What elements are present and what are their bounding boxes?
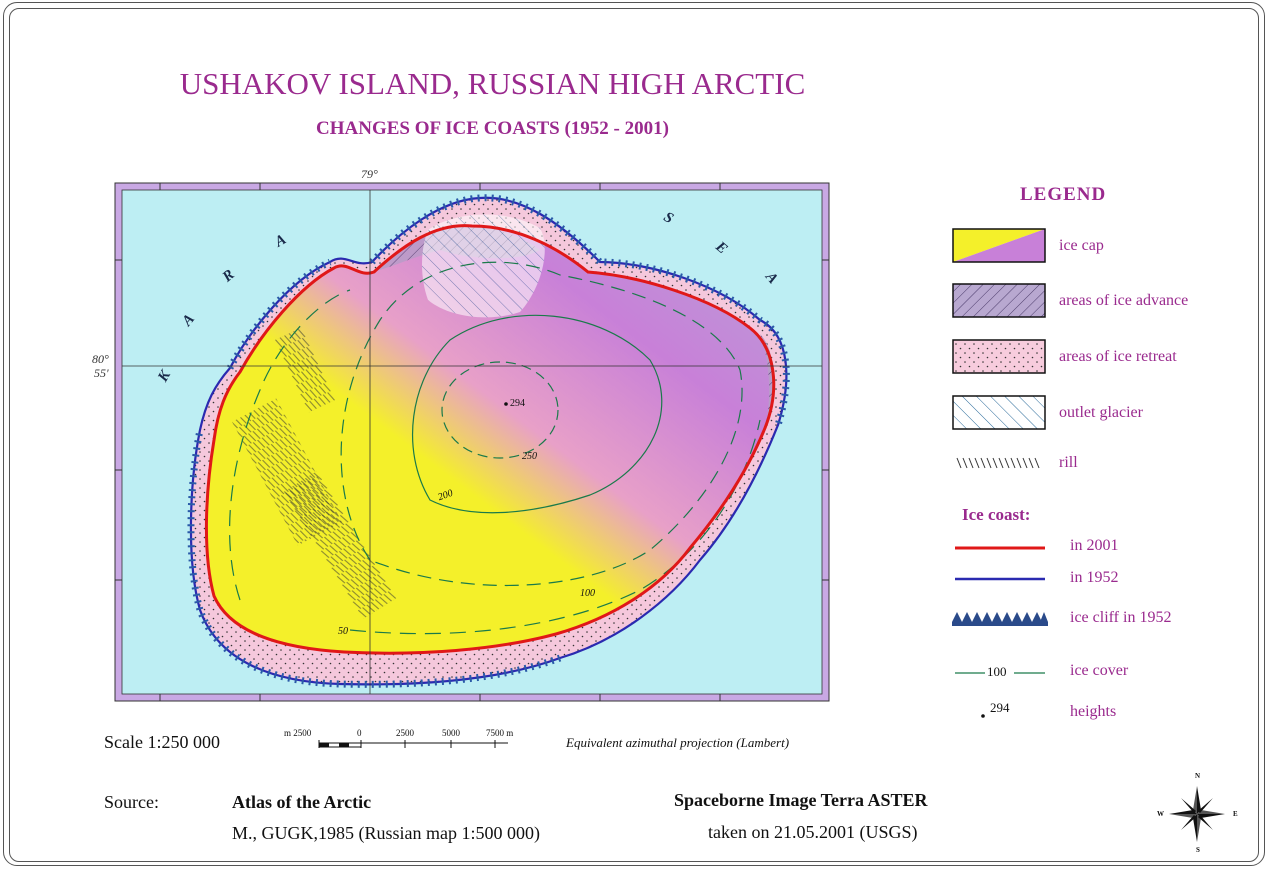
contour-250: [441, 361, 559, 459]
atlas-detail: M., GUGK,1985 (Russian map 1:500 000): [232, 823, 540, 843]
latitude-label-minutes: 55': [94, 366, 109, 380]
contour-label: 100: [580, 588, 595, 599]
legend-item-heights: heights: [1070, 703, 1117, 720]
ice-advance-swatch: [952, 283, 1046, 318]
outlet-glacier-swatch: [952, 395, 1046, 430]
outlet-glacier-area: [422, 214, 545, 318]
scale-label: Scale 1:250 000: [104, 732, 220, 752]
legend-item-coast-1952: in 1952: [1070, 569, 1119, 586]
rill-area-3: [274, 327, 336, 413]
ice-cap-swatch: [952, 228, 1046, 263]
ice-cliff-1952: [187, 194, 790, 688]
compass-e: E: [1233, 810, 1238, 818]
ice-retreat-swatch: [952, 339, 1046, 374]
legend-item-ice-cover: ice cover: [1070, 662, 1129, 679]
coast-2001-line: [204, 224, 776, 655]
ice-cliff-swatch: [952, 612, 1048, 626]
image-source-title: Spaceborne Image Terra ASTER: [674, 790, 928, 810]
legend-item-ice-retreat: areas of ice retreat: [1059, 348, 1177, 365]
height-symbol-label: 294: [990, 700, 1010, 715]
scale-tick-label: 7500 m: [486, 728, 514, 738]
scale-tick-label: 2500: [396, 728, 414, 738]
compass-w: W: [1157, 810, 1164, 818]
legend-item-coast-2001: in 2001: [1070, 537, 1119, 554]
compass-s: S: [1196, 846, 1200, 854]
ice-cover-symbol-label: 100: [987, 664, 1007, 679]
scale-tick-label: 0: [357, 728, 362, 738]
scale-tick-label: 5000: [442, 728, 460, 738]
legend-item-outlet-glacier: outlet glacier: [1059, 404, 1143, 421]
contour-label: 50: [338, 626, 348, 637]
scale-bar: [318, 740, 508, 748]
compass-rose-icon: [1169, 786, 1225, 842]
scale-tick-label: m 2500: [284, 728, 312, 738]
height-point: [504, 402, 508, 406]
rill-swatch: [956, 457, 1040, 469]
latitude-label-degrees: 80°: [92, 352, 109, 366]
atlas-title: Atlas of the Arctic: [232, 792, 372, 812]
compass-n: N: [1195, 772, 1201, 780]
legend-item-rill: rill: [1059, 454, 1078, 471]
contour-label: 250: [522, 451, 537, 462]
source-label: Source:: [104, 792, 159, 812]
contour-100: [340, 261, 743, 587]
legend-title: LEGEND: [1020, 184, 1107, 205]
outer-frame: [3, 2, 1265, 866]
map-subtitle: CHANGES OF ICE COASTS (1952 - 2001): [316, 118, 669, 139]
inner-frame: [9, 8, 1259, 862]
frame-ticks: [115, 183, 829, 701]
height-label: 294: [510, 398, 525, 409]
map-title: USHAKOV ISLAND, RUSSIAN HIGH ARCTIC: [179, 66, 806, 101]
legend-item-ice-cap: ice cap: [1059, 237, 1104, 254]
rill-area-2: [283, 470, 397, 620]
legend-ice-coast-heading: Ice coast:: [962, 505, 1031, 524]
legend-item-ice-cliff: ice cliff in 1952: [1070, 609, 1172, 626]
image-source-detail: taken on 21.05.2001 (USGS): [708, 822, 918, 842]
legend-item-ice-advance: areas of ice advance: [1059, 292, 1189, 309]
height-swatch: [981, 714, 985, 718]
contour-200: [412, 314, 663, 514]
longitude-label: 79°: [361, 167, 378, 181]
projection-note: Equivalent azimuthal projection (Lambert…: [566, 735, 790, 750]
